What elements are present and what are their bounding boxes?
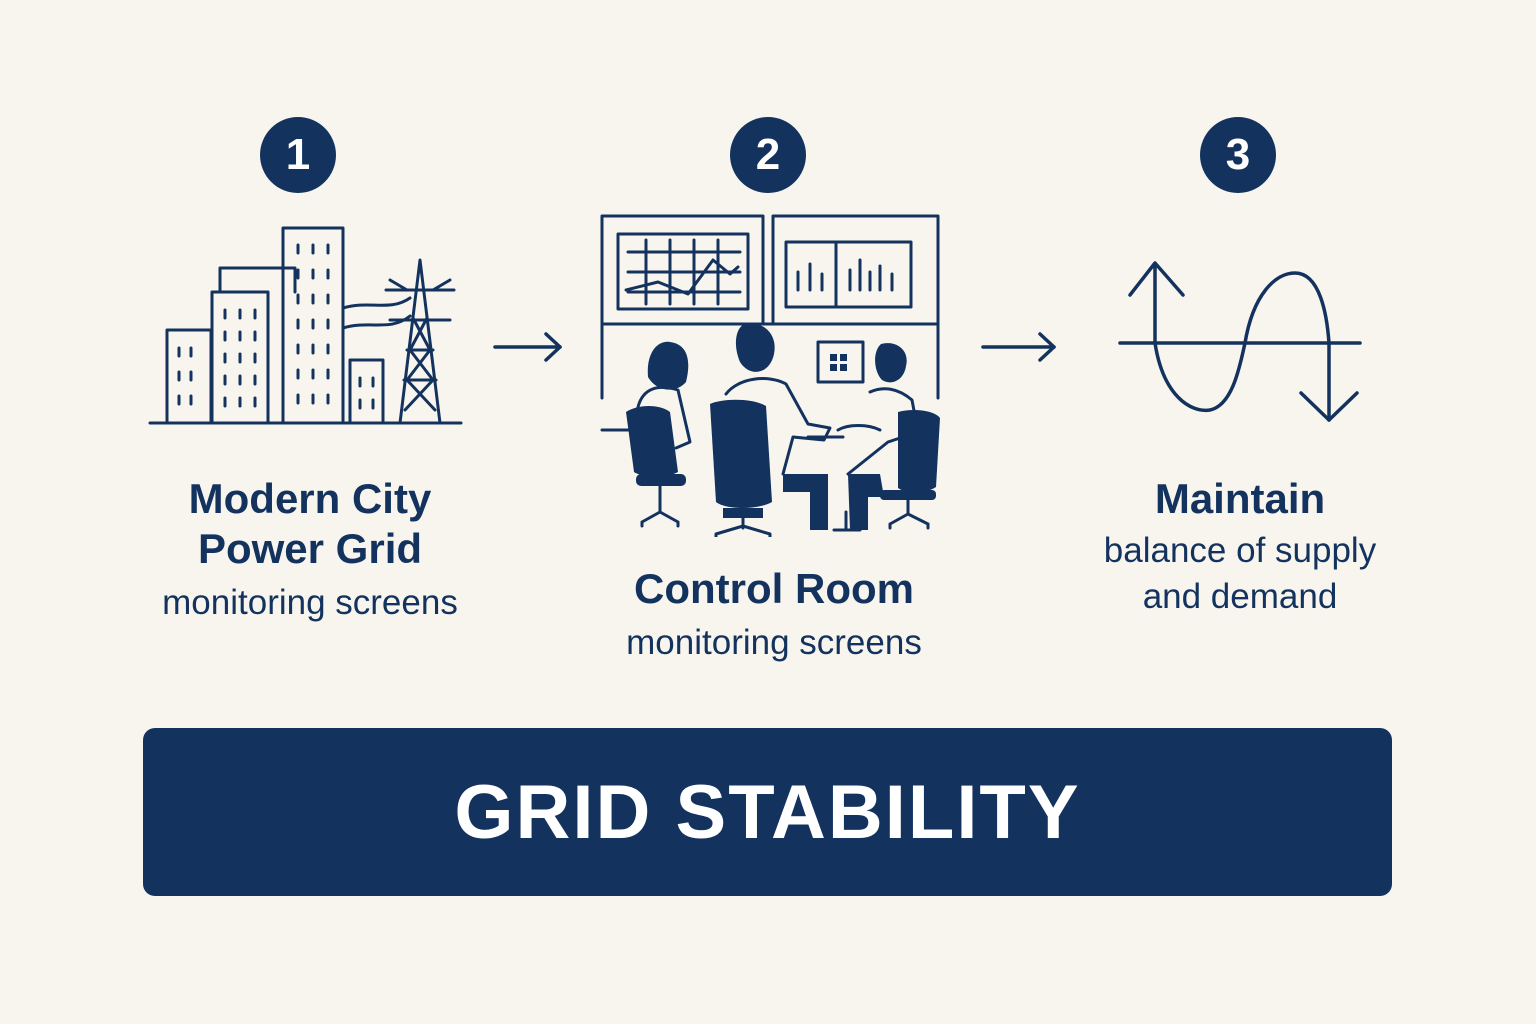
step-3-caption: Maintain balance of supply and demand	[1040, 474, 1440, 620]
banner-label: GRID STABILITY	[454, 769, 1081, 855]
step-3-subtitle-line-1: balance of supply	[1103, 531, 1377, 570]
step-3-subtitle-line-2: and demand	[1142, 577, 1338, 616]
step-3-badge: 3	[1200, 117, 1276, 193]
step-2-badge: 2	[730, 117, 806, 193]
city-power-grid-icon	[148, 226, 463, 425]
step-1-subtitle: monitoring screens	[162, 583, 458, 622]
step-1-title-line-1: Modern City	[188, 475, 432, 522]
grid-stability-banner: GRID STABILITY	[143, 728, 1392, 896]
step-2-subtitle: monitoring screens	[626, 623, 922, 662]
step-1-title-line-2: Power Grid	[197, 525, 423, 572]
step-1-caption: Modern City Power Grid monitoring screen…	[110, 474, 510, 626]
arrow-right-icon	[981, 332, 1056, 362]
arrow-right-icon	[493, 332, 562, 362]
step-2-caption: Control Room monitoring screens	[574, 564, 974, 666]
step-3-title: Maintain	[1154, 475, 1326, 522]
control-room-icon	[600, 214, 940, 537]
step-2-title: Control Room	[634, 565, 914, 612]
sine-wave-balance-icon	[1118, 261, 1362, 422]
step-1-badge: 1	[260, 117, 336, 193]
